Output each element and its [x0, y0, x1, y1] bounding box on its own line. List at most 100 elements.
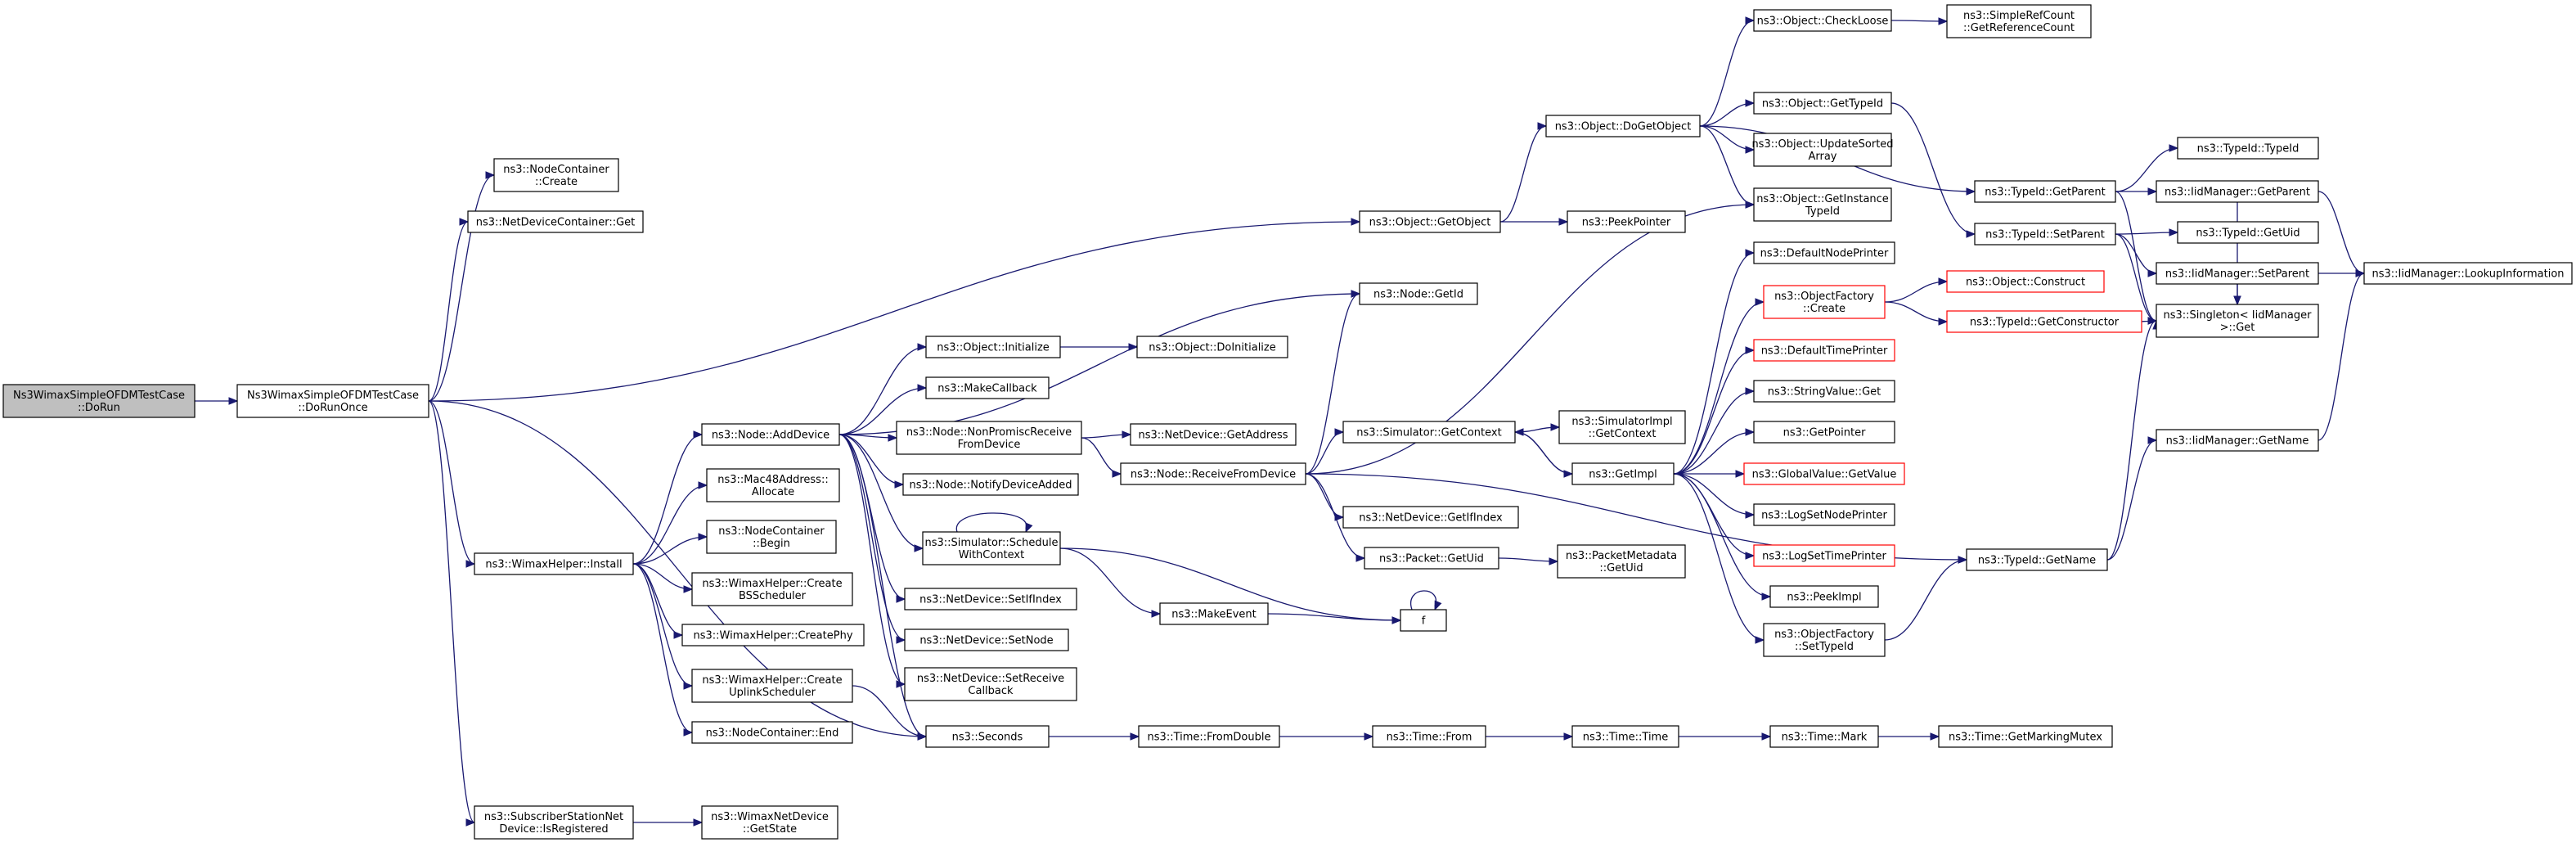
node-ns3-objectfactory-create[interactable]: ns3::ObjectFactory::Create [1763, 285, 1886, 319]
node-box[interactable] [904, 667, 1077, 701]
node-box[interactable] [701, 805, 838, 840]
node-ns3-subscriberstationnet-device-isregistered[interactable]: ns3::SubscriberStationNetDevice::IsRegis… [474, 805, 634, 840]
node-box[interactable] [925, 376, 1050, 399]
node-box[interactable] [706, 468, 840, 502]
node-box[interactable] [691, 669, 853, 703]
node-box[interactable] [1342, 421, 1516, 444]
node-ns3-peekpointer[interactable]: ns3::PeekPointer [1567, 210, 1686, 233]
node-box[interactable] [1342, 506, 1519, 529]
node-ns3-typeid-typeid[interactable]: ns3::TypeId::TypeId [2177, 137, 2319, 160]
node-ns3-wimaxhelper-createphy[interactable]: ns3::WimaxHelper::CreatePhy [681, 624, 865, 647]
node-box[interactable] [1359, 282, 1478, 305]
node-ns3-netdevicecontainer-get[interactable]: ns3::NetDeviceContainer::Get [467, 210, 644, 233]
node-ns3-object-construct[interactable]: ns3::Object::Construct [1946, 270, 2105, 293]
node-ns3-time-time[interactable]: ns3::Time::Time [1571, 725, 1679, 748]
node-ns3-logsettimeprinter[interactable]: ns3::LogSetTimePrinter [1753, 544, 1895, 567]
node-box[interactable] [1571, 725, 1679, 748]
node-ns3-object-getobject[interactable]: ns3::Object::GetObject [1359, 210, 1501, 233]
node-box[interactable] [1753, 380, 1895, 403]
node-ns3-iidmanager-lookupinformation[interactable]: ns3::IidManager::LookupInformation [2363, 262, 2573, 285]
node-ns3-time-mark[interactable]: ns3::Time::Mark [1769, 725, 1879, 748]
node-box[interactable] [691, 572, 853, 606]
node-box[interactable] [1753, 421, 1895, 444]
node-box[interactable] [474, 805, 634, 840]
node-box[interactable] [2, 384, 196, 418]
node-ns3-netdevice-setnode[interactable]: ns3::NetDevice::SetNode [904, 628, 1069, 651]
node-box[interactable] [1946, 310, 2142, 333]
node-box[interactable] [681, 624, 865, 647]
node-box[interactable] [922, 531, 1061, 565]
node-ns3-getimpl[interactable]: ns3::GetImpl [1571, 462, 1675, 485]
node-ns3-time-getmarkingmutex[interactable]: ns3::Time::GetMarkingMutex [1938, 725, 2113, 748]
node-box[interactable] [236, 384, 429, 418]
node-box[interactable] [2156, 180, 2319, 203]
node-ns3-typeid-getname[interactable]: ns3::TypeId::GetName [1966, 548, 2108, 571]
node-ns3-node-adddevice[interactable]: ns3::Node::AddDevice [701, 423, 840, 446]
node-ns3-mac48address-allocate[interactable]: ns3::Mac48Address::Allocate [706, 468, 840, 502]
node-box[interactable] [2177, 221, 2319, 244]
node-box[interactable] [1136, 336, 1288, 358]
node-ns3-singleton-iidmanager-get[interactable]: ns3::Singleton< IidManager >::Get [2156, 304, 2319, 338]
node-box[interactable] [474, 552, 634, 575]
node-box[interactable] [1159, 602, 1269, 625]
node-ns3-defaultnodeprinter[interactable]: ns3::DefaultNodePrinter [1753, 241, 1895, 264]
node-box[interactable] [1966, 548, 2108, 571]
node-ns3-makeevent[interactable]: ns3::MakeEvent [1159, 602, 1269, 625]
node-box[interactable] [1946, 4, 2092, 38]
node-box[interactable] [1753, 503, 1895, 526]
node-box[interactable] [706, 520, 837, 554]
node-box[interactable] [1753, 339, 1895, 362]
node-box[interactable] [1753, 9, 1892, 32]
node-ns3-globalvalue-getvalue[interactable]: ns3::GlobalValue::GetValue [1743, 462, 1905, 485]
node-box[interactable] [1753, 187, 1892, 222]
node-box[interactable] [1567, 210, 1686, 233]
node-ns3-iidmanager-getparent[interactable]: ns3::IidManager::GetParent [2156, 180, 2319, 203]
node-box[interactable] [1138, 725, 1280, 748]
node-box[interactable] [1974, 180, 2116, 203]
node-box[interactable] [1372, 725, 1486, 748]
node-box[interactable] [2363, 262, 2573, 285]
node-ns3-wimaxhelper-install[interactable]: ns3::WimaxHelper::Install [474, 552, 634, 575]
node-ns3-peekimpl[interactable]: ns3::PeekImpl [1769, 585, 1879, 608]
node-ns3-netdevice-setifindex[interactable]: ns3::NetDevice::SetIfIndex [904, 588, 1077, 610]
node-ns3-logsetnodeprinter[interactable]: ns3::LogSetNodePrinter [1753, 503, 1895, 526]
node-ns3-time-fromdouble[interactable]: ns3::Time::FromDouble [1138, 725, 1280, 748]
node-ns3-typeid-setparent[interactable]: ns3::TypeId::SetParent [1974, 223, 2116, 246]
node-ns3-object-gettypeid[interactable]: ns3::Object::GetTypeId [1753, 92, 1892, 115]
node-box[interactable] [1130, 423, 1297, 446]
node-box[interactable] [2156, 304, 2319, 338]
node-ns3-typeid-getuid[interactable]: ns3::TypeId::GetUid [2177, 221, 2319, 244]
node-box[interactable] [1557, 544, 1686, 579]
node-ns3-object-dogetobject[interactable]: ns3::Object::DoGetObject [1545, 115, 1701, 137]
node-ns3-iidmanager-getname[interactable]: ns3::IidManager::GetName [2156, 429, 2319, 452]
node-box[interactable] [2156, 262, 2319, 285]
node-box[interactable] [2156, 429, 2319, 452]
node-box[interactable] [1769, 725, 1879, 748]
node-box[interactable] [1364, 547, 1499, 570]
node-box[interactable] [902, 473, 1079, 496]
node-ns3-simulatorimpl-getcontext[interactable]: ns3::SimulatorImpl::GetContext [1558, 410, 1686, 444]
node-box[interactable] [1753, 544, 1895, 567]
node-ns3-nodecontainer-create[interactable]: ns3::NodeContainer::Create [493, 158, 619, 192]
node-ns3-stringvalue-get[interactable]: ns3::StringValue::Get [1753, 380, 1895, 403]
node-ns3-packet-getuid[interactable]: ns3::Packet::GetUid [1364, 547, 1499, 570]
node-box[interactable] [1946, 270, 2105, 293]
node-ns3-makecallback[interactable]: ns3::MakeCallback [925, 376, 1050, 399]
node-box[interactable] [1400, 609, 1447, 632]
node-ns3-typeid-getparent[interactable]: ns3::TypeId::GetParent [1974, 180, 2116, 203]
node-box[interactable] [925, 725, 1050, 748]
node-box[interactable] [691, 721, 853, 744]
node-box[interactable] [1743, 462, 1905, 485]
node-box[interactable] [493, 158, 619, 192]
node-box[interactable] [1753, 133, 1892, 167]
node-box[interactable] [1763, 285, 1886, 319]
node-ns3-object-checkloose[interactable]: ns3::Object::CheckLoose [1753, 9, 1892, 32]
node-box[interactable] [1763, 623, 1886, 657]
node-box[interactable] [1558, 410, 1686, 444]
